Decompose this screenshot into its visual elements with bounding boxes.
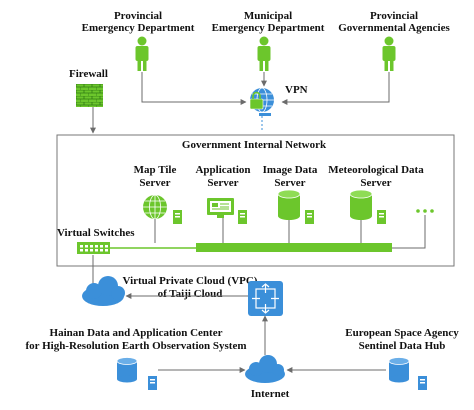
map-tile-server bbox=[143, 194, 182, 224]
esa-label-line2: Sentinel Data Hub bbox=[359, 340, 446, 352]
bus-extension bbox=[392, 243, 426, 249]
server-tower-icon bbox=[418, 376, 427, 390]
vpc-cloud-icon bbox=[82, 276, 125, 306]
agency-label-line2: Emergency Department bbox=[82, 22, 195, 34]
agency-label-line2: Governmental Agencies bbox=[338, 22, 450, 34]
esa-label-line1: European Space Agency bbox=[345, 327, 459, 339]
monitor-icon bbox=[207, 198, 234, 218]
server-label-line1: Application bbox=[195, 164, 250, 176]
gateway-icon bbox=[248, 281, 283, 316]
server-label-line2: Server bbox=[360, 177, 391, 189]
server-label-line2: Server bbox=[274, 177, 305, 189]
agency-label-line2: Emergency Department bbox=[212, 22, 325, 34]
person-icon bbox=[257, 36, 271, 71]
server-label-line1: Meteorological Data bbox=[328, 164, 424, 176]
server-tower-icon bbox=[305, 210, 314, 224]
database-icon bbox=[388, 357, 410, 383]
server-label-line2: Server bbox=[207, 177, 238, 189]
agency-label-line1: Provincial bbox=[114, 10, 162, 22]
vpn-globe-icon bbox=[249, 87, 274, 113]
agency-label-line1: Municipal bbox=[244, 10, 292, 22]
internal-network-label: Government Internal Network bbox=[182, 139, 327, 151]
hainan-label-line2: for High-Resolution Earth Observation Sy… bbox=[25, 340, 246, 352]
network-bus bbox=[196, 243, 392, 252]
database-icon bbox=[116, 357, 138, 383]
firewall-icon bbox=[76, 84, 103, 107]
internal-network-box bbox=[56, 134, 455, 267]
vpn-label: VPN bbox=[285, 84, 308, 96]
agency-provincial-emergency: Provincial Emergency Department bbox=[82, 10, 195, 71]
image-data-server bbox=[277, 189, 314, 224]
vpn-cable-icon bbox=[259, 113, 271, 132]
person-icon bbox=[135, 36, 149, 71]
switch-icon bbox=[77, 242, 110, 254]
internet-label: Internet bbox=[251, 388, 290, 400]
server-tower-icon bbox=[238, 210, 247, 224]
database-icon bbox=[277, 189, 301, 220]
database-icon bbox=[349, 189, 373, 220]
server-tower-icon bbox=[377, 210, 386, 224]
agency-connectors bbox=[141, 72, 390, 105]
internet-cloud-icon bbox=[245, 355, 285, 383]
more-servers-ellipsis-icon bbox=[416, 209, 434, 213]
hainan-label-line1: Hainan Data and Application Center bbox=[50, 327, 223, 339]
esa-data-hub bbox=[388, 357, 427, 390]
vpc-label-line2: of Taiji Cloud bbox=[158, 288, 223, 300]
server-label-line2: Server bbox=[139, 177, 170, 189]
server-bus-connectors bbox=[154, 215, 426, 243]
virtual-switches-label: Virtual Switches bbox=[57, 227, 135, 239]
agency-municipal-emergency: Municipal Emergency Department bbox=[212, 10, 325, 71]
globe-icon bbox=[143, 194, 167, 220]
server-tower-icon bbox=[173, 210, 182, 224]
person-icon bbox=[382, 36, 396, 71]
vpc-label-line1: Virtual Private Cloud (VPC) bbox=[123, 275, 258, 287]
firewall-label: Firewall bbox=[69, 68, 108, 80]
hainan-data-center bbox=[116, 357, 157, 390]
server-label-line1: Image Data bbox=[263, 164, 318, 176]
server-label-line1: Map Tile bbox=[134, 164, 177, 176]
server-tower-icon bbox=[148, 376, 157, 390]
agency-provincial-governmental: Provincial Governmental Agencies bbox=[338, 10, 450, 71]
agency-label-line1: Provincial bbox=[370, 10, 418, 22]
meteorological-data-server bbox=[349, 189, 386, 224]
application-server bbox=[207, 198, 247, 224]
